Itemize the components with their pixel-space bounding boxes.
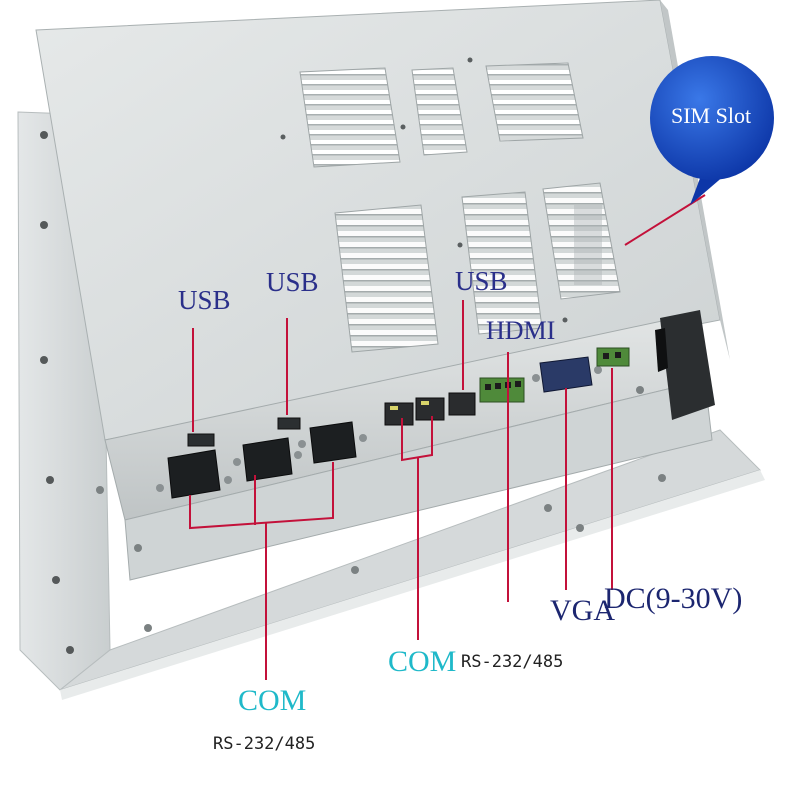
usb-port-3 [448, 392, 476, 416]
callout-lines [189, 194, 706, 680]
com-port-1 [156, 449, 232, 499]
com-port-3 [298, 421, 367, 464]
vga-label: VGA [550, 594, 615, 627]
sim-slot-bubble [650, 56, 774, 205]
callout-line-com-right [401, 416, 433, 462]
usb-port-2 [277, 417, 301, 430]
com-label-left: COM [238, 684, 307, 717]
heat-vents [299, 62, 621, 353]
com-port-2 [233, 437, 302, 482]
dc-power-terminal [596, 347, 630, 367]
com-label-right: COM [388, 645, 457, 678]
callout-line-com-left [189, 462, 334, 530]
usb-label-3: USB [455, 266, 508, 296]
vga-port [532, 356, 602, 393]
usb-port-1 [187, 433, 215, 447]
hdmi-label: HDMI [486, 316, 556, 345]
usb-label-2: USB [266, 267, 319, 297]
sim-slot-label: SIM Slot [671, 103, 752, 128]
hdmi-terminal [479, 377, 525, 403]
dc-power-label: DC(9-30V) [604, 582, 743, 615]
rs232-485-label-left: RS-232/485 [213, 734, 316, 754]
usb-label-1: USB [178, 285, 231, 315]
rj45-ports [384, 397, 445, 426]
rs232-485-label-right: RS-232/485 [461, 652, 564, 672]
